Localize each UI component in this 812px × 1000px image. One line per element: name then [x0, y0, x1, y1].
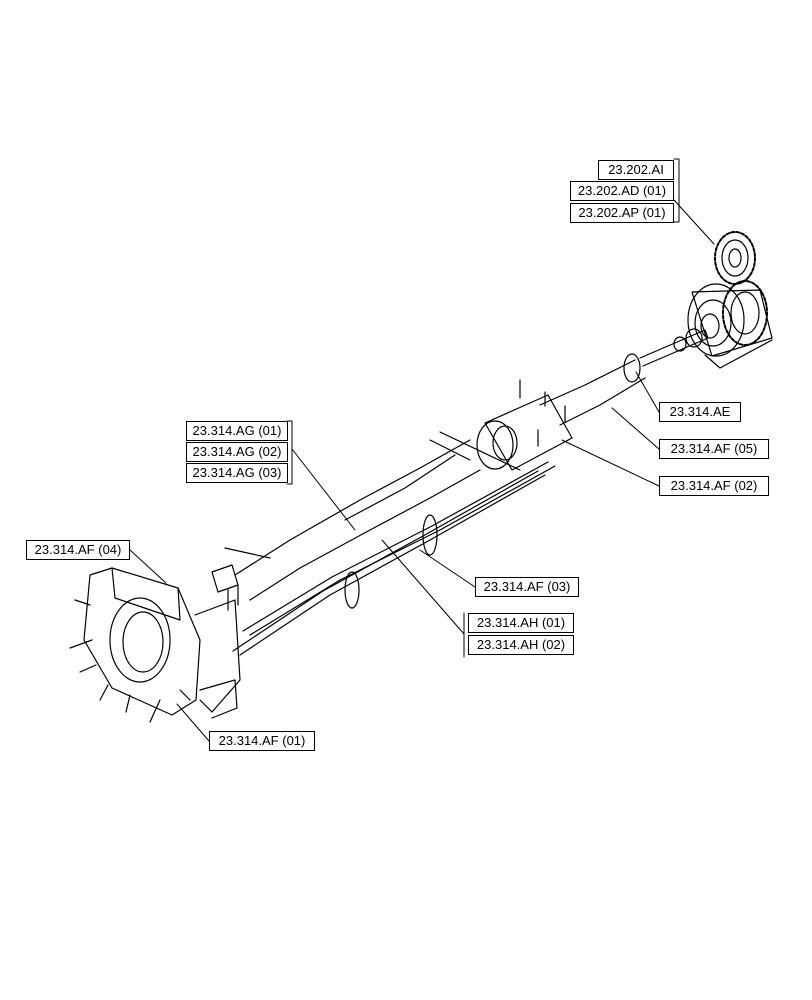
callout-23-314-af-02[interactable]: 23.314.AF (02) [659, 476, 769, 496]
group-brackets [286, 158, 680, 658]
callout-23-202-ai[interactable]: 23.202.AI [598, 160, 674, 180]
callout-23-314-ah-01[interactable]: 23.314.AH (01) [468, 613, 574, 633]
callout-23-314-ae[interactable]: 23.314.AE [659, 402, 741, 422]
callout-23-314-af-05[interactable]: 23.314.AF (05) [659, 439, 769, 459]
callout-23-314-ag-03[interactable]: 23.314.AG (03) [186, 463, 288, 483]
drive-shaft [639, 328, 709, 367]
callout-23-202-ap-01[interactable]: 23.202.AP (01) [570, 203, 674, 223]
callout-23-202-ad-01[interactable]: 23.202.AD (01) [570, 181, 674, 201]
hydraulic-lines [211, 461, 556, 656]
callout-23-314-af-01[interactable]: 23.314.AF (01) [209, 731, 315, 751]
callout-23-314-af-03[interactable]: 23.314.AF (03) [475, 577, 579, 597]
steering-knuckle [69, 567, 241, 723]
callout-23-314-ah-02[interactable]: 23.314.AH (02) [468, 635, 574, 655]
callout-23-314-af-04[interactable]: 23.314.AF (04) [26, 540, 130, 560]
gear-assembly [687, 231, 773, 369]
leader-lines [129, 199, 715, 742]
callout-23-314-ag-01[interactable]: 23.314.AG (01) [186, 421, 288, 441]
callout-23-314-ag-02[interactable]: 23.314.AG (02) [186, 442, 288, 462]
axle-housing [234, 353, 646, 601]
